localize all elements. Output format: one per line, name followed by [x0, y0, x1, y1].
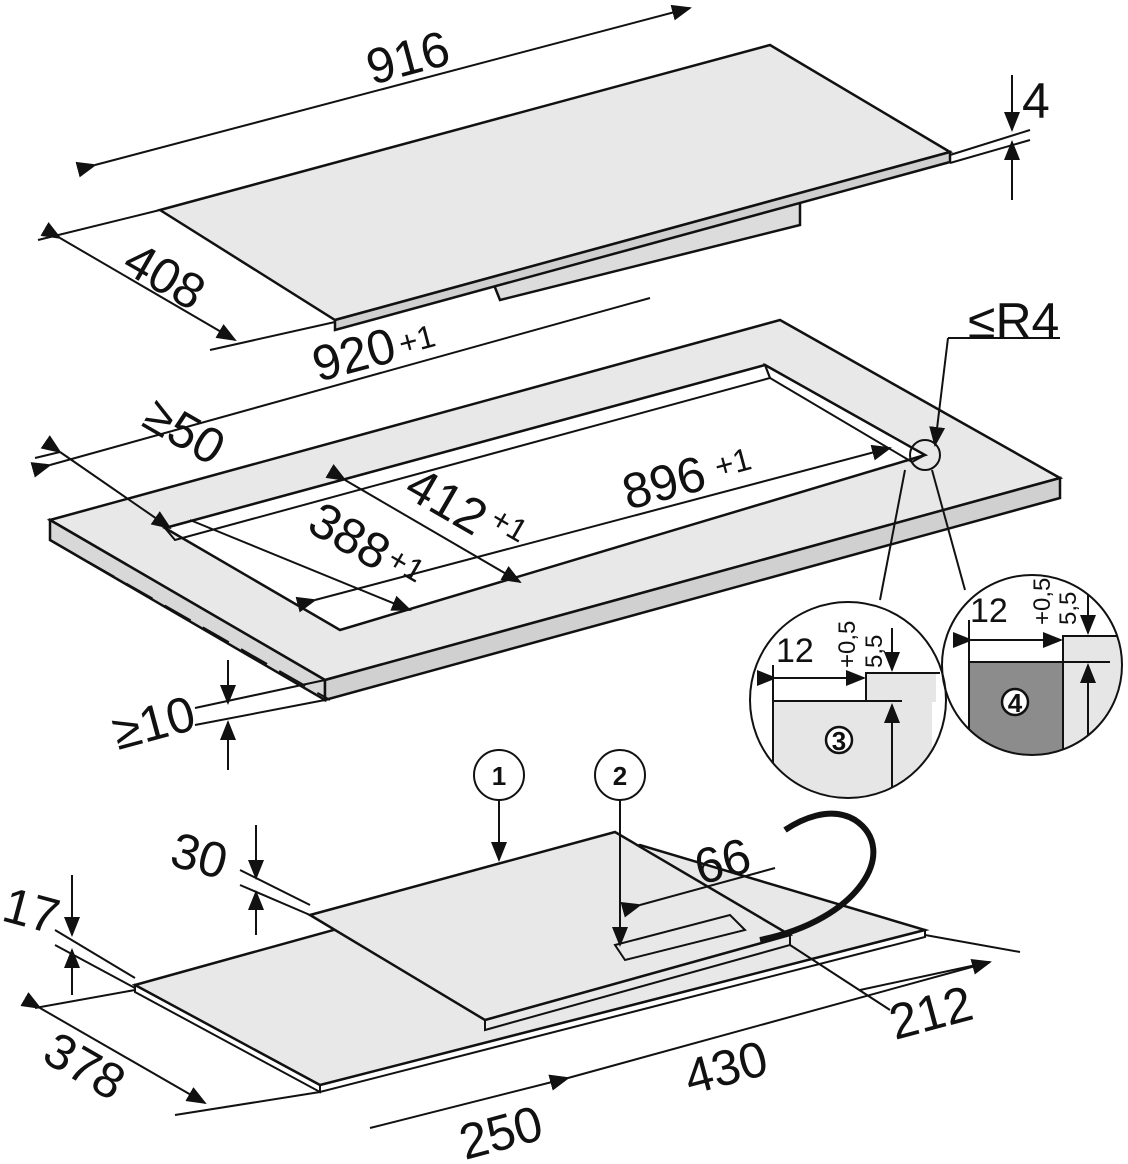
dim-height-main: 30	[165, 822, 233, 890]
dim-hob-depth: 408	[115, 231, 215, 321]
dim-glass-thickness: 4	[1022, 73, 1050, 129]
dim-cutout-length: 920	[306, 317, 401, 393]
detail-3-width: 12	[776, 632, 814, 670]
dim-min-edge: ≥50	[135, 386, 235, 476]
countertop	[30, 297, 1064, 770]
detail-3-tol: +0,5	[834, 621, 861, 668]
dim-line-408	[40, 222, 237, 342]
callout-4: 4	[1008, 688, 1023, 718]
appliance-unit	[20, 749, 1021, 1129]
dim-cutout-length-tol: +1	[394, 318, 439, 362]
detail-4-width: 12	[970, 592, 1008, 630]
dim-line-916	[75, 4, 692, 178]
callout-3: 3	[832, 726, 846, 756]
dim-side: 212	[883, 975, 978, 1051]
dim-height-edge: 17	[0, 877, 65, 945]
detail-4-tol: +0,5	[1029, 578, 1056, 625]
detail-4-depth: 5,5	[1055, 592, 1082, 625]
dim-hob-width: 916	[360, 20, 455, 96]
dim-radius: ≤R4	[968, 293, 1059, 349]
radius-detail-marker	[909, 439, 941, 471]
power-cable	[759, 810, 877, 943]
callout-1: 1	[492, 761, 506, 791]
connector-slot	[613, 913, 747, 962]
callout-2: 2	[613, 761, 627, 791]
dim-front-left: 250	[453, 1095, 548, 1164]
hob-glass-top	[37, 4, 1031, 351]
dim-min-thickness: ≥10	[106, 685, 201, 761]
dim-unit-depth: 378	[35, 1021, 135, 1111]
detail-3-depth: 5,5	[861, 635, 888, 668]
dim-front-right: 430	[678, 1030, 773, 1106]
